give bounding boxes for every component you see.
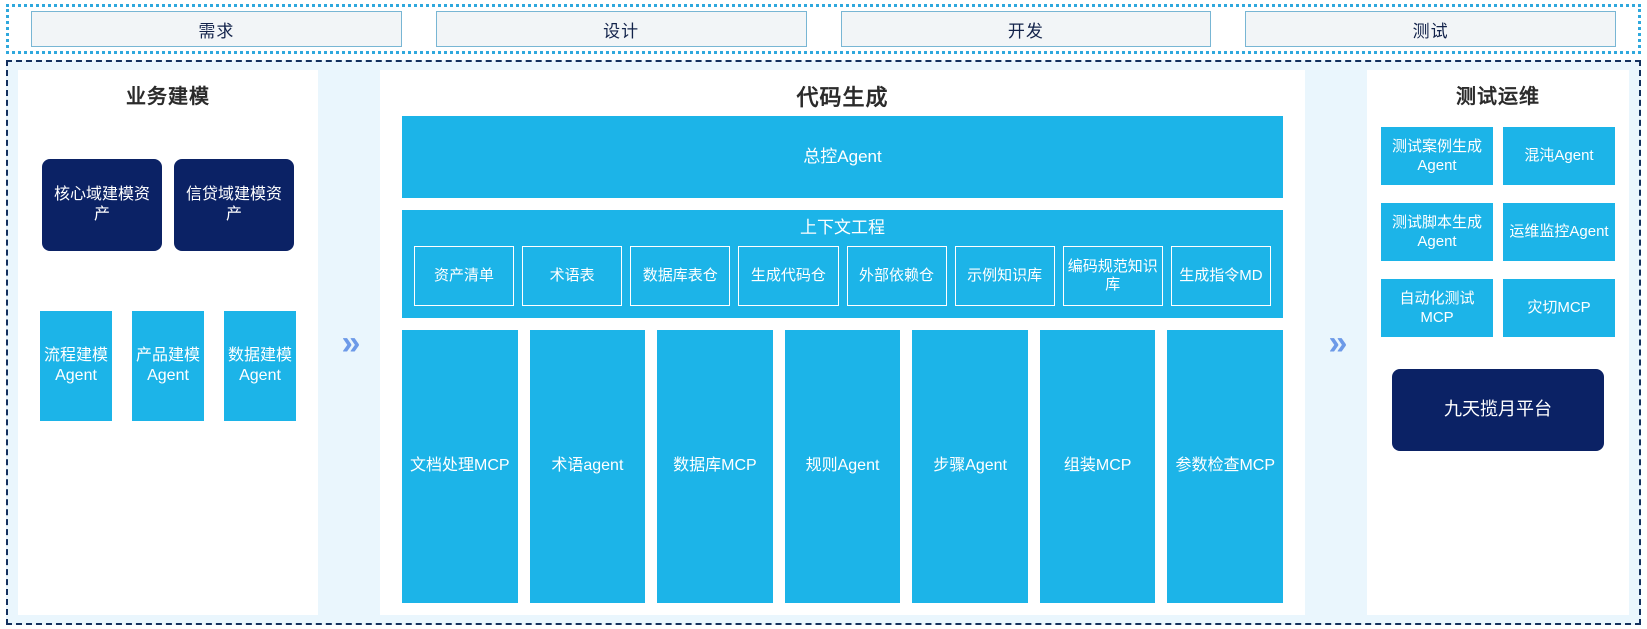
tool-card-parameter-check-mcp[interactable]: 参数检查MCP xyxy=(1167,330,1284,603)
tool-card-rule-agent[interactable]: 规则Agent xyxy=(784,330,901,603)
code-generation-tool-row: 文档处理MCP 术语agent 数据库MCP 规则Agent 步骤Agent xyxy=(402,330,1284,603)
tool-card-label: 组装MCP xyxy=(1063,457,1132,475)
master-agent-label: 总控Agent xyxy=(803,147,882,167)
panel-business-modeling: 业务建模 核心域建模资产 信贷域建模资产 流程建模Agent 产品建模Agen xyxy=(18,70,318,615)
agent-card-label: 数据建模Agent xyxy=(227,346,292,384)
agent-card-product-modeling[interactable]: 产品建模Agent xyxy=(132,311,204,421)
context-item-label: 术语表 xyxy=(549,267,595,285)
business-modeling-agent-group: 流程建模Agent 产品建模Agent 数据建模Agent xyxy=(40,311,296,421)
context-item-label: 资产清单 xyxy=(434,267,495,285)
test-ops-card-label: 混沌Agent xyxy=(1524,147,1594,165)
asset-card-core-domain[interactable]: 核心域建模资产 xyxy=(42,159,162,251)
stage-tab-label: 需求 xyxy=(198,21,235,41)
context-item-generated-code-repo[interactable]: 生成代码仓 xyxy=(738,246,839,307)
context-engineering-title: 上下文工程 xyxy=(800,218,885,237)
double-chevron-right-icon: » xyxy=(318,70,380,615)
stage-tab-label: 开发 xyxy=(1007,21,1044,41)
panel-title-test-ops: 测试运维 xyxy=(1456,86,1540,108)
test-ops-card-disaster-switch-mcp[interactable]: 灾切MCP xyxy=(1503,279,1615,337)
tool-card-label: 术语agent xyxy=(551,457,624,475)
stage-tab-label: 设计 xyxy=(603,21,640,41)
stage-tab-development[interactable]: 开发 xyxy=(840,11,1212,47)
stage-tab-requirements[interactable]: 需求 xyxy=(31,11,402,47)
context-item-example-knowledge-base[interactable]: 示例知识库 xyxy=(954,246,1055,307)
test-ops-card-label: 测试案例生成Agent xyxy=(1391,137,1482,174)
context-item-coding-standard-knowledge-base[interactable]: 编码规范知识库 xyxy=(1062,246,1163,307)
test-ops-card-test-case-generation-agent[interactable]: 测试案例生成Agent xyxy=(1381,127,1493,185)
test-ops-body: 测试案例生成Agent 混沌Agent 测试脚本生成Agent 运维监控Agen… xyxy=(1367,113,1629,607)
asset-card-label: 核心域建模资产 xyxy=(53,185,150,223)
agent-card-process-modeling[interactable]: 流程建模Agent xyxy=(40,311,112,421)
test-ops-card-label: 运维监控Agent xyxy=(1509,223,1609,241)
context-item-external-dependency-repo[interactable]: 外部依赖仓 xyxy=(846,246,947,307)
agent-card-data-modeling[interactable]: 数据建模Agent xyxy=(224,311,296,421)
code-generation-body: 总控Agent 上下文工程 资产清单 术语表 数据库表仓 xyxy=(380,116,1305,607)
context-item-generation-instruction-md[interactable]: 生成指令MD xyxy=(1170,246,1271,307)
stage-tab-testing[interactable]: 测试 xyxy=(1245,11,1616,47)
lifecycle-stage-strip: 需求 设计 开发 测试 xyxy=(6,4,1641,54)
master-agent-bar[interactable]: 总控Agent xyxy=(402,116,1283,198)
double-chevron-right-icon: » xyxy=(1305,70,1367,615)
context-engineering-items: 资产清单 术语表 数据库表仓 生成代码仓 外部依赖仓 xyxy=(414,246,1271,307)
test-ops-card-grid: 测试案例生成Agent 混沌Agent 测试脚本生成Agent 运维监控Agen… xyxy=(1381,127,1615,337)
tool-card-label: 数据库MCP xyxy=(673,457,757,475)
agent-card-label: 流程建模Agent xyxy=(43,346,108,384)
business-modeling-asset-group: 核心域建模资产 信贷域建模资产 xyxy=(40,159,296,251)
context-item-db-table-repo[interactable]: 数据库表仓 xyxy=(630,246,731,307)
tool-card-assembly-mcp[interactable]: 组装MCP xyxy=(1039,330,1156,603)
test-ops-card-label: 测试脚本生成Agent xyxy=(1391,213,1482,250)
test-ops-card-label: 自动化测试MCP xyxy=(1399,289,1475,326)
panel-test-ops: 测试运维 测试案例生成Agent 混沌Agent 测试脚本生成Agent 运维监… xyxy=(1367,70,1629,615)
asset-card-label: 信贷域建模资产 xyxy=(185,185,282,223)
chevron-glyph: » xyxy=(1328,323,1348,362)
platform-card-label: 九天揽月平台 xyxy=(1444,399,1552,420)
architecture-main-area: 业务建模 核心域建模资产 信贷域建模资产 流程建模Agent 产品建模Agen xyxy=(6,60,1641,625)
tool-card-step-agent[interactable]: 步骤Agent xyxy=(912,330,1028,603)
context-item-glossary[interactable]: 术语表 xyxy=(522,246,623,307)
tool-card-document-processing-mcp[interactable]: 文档处理MCP xyxy=(402,330,518,603)
panel-code-generation: 代码生成 总控Agent 上下文工程 资产清单 术语表 xyxy=(380,70,1305,615)
tool-card-database-mcp[interactable]: 数据库MCP xyxy=(657,330,773,603)
context-item-label: 示例知识库 xyxy=(967,267,1043,285)
panel-title-code-generation: 代码生成 xyxy=(796,85,889,110)
stage-tab-design[interactable]: 设计 xyxy=(435,11,807,47)
agent-card-label: 产品建模Agent xyxy=(135,346,200,384)
panel-title-business-modeling: 业务建模 xyxy=(126,86,210,108)
asset-card-credit-domain[interactable]: 信贷域建模资产 xyxy=(174,159,294,251)
context-item-label: 编码规范知识库 xyxy=(1067,258,1158,294)
tool-card-label: 步骤Agent xyxy=(933,457,1008,475)
business-modeling-body: 核心域建模资产 信贷域建模资产 流程建模Agent 产品建模Agent 数据建模… xyxy=(18,113,318,607)
test-ops-card-label: 灾切MCP xyxy=(1527,299,1591,317)
tool-card-label: 参数检查MCP xyxy=(1175,457,1276,475)
chevron-glyph: » xyxy=(341,323,361,362)
test-ops-card-test-script-generation-agent[interactable]: 测试脚本生成Agent xyxy=(1381,203,1493,261)
stage-tab-label: 测试 xyxy=(1412,21,1449,41)
context-item-label: 数据库表仓 xyxy=(642,267,718,285)
context-item-label: 生成代码仓 xyxy=(750,267,826,285)
tool-card-label: 文档处理MCP xyxy=(410,457,510,475)
test-ops-card-chaos-agent[interactable]: 混沌Agent xyxy=(1503,127,1615,185)
test-ops-card-ops-monitoring-agent[interactable]: 运维监控Agent xyxy=(1503,203,1615,261)
tool-card-glossary-agent[interactable]: 术语agent xyxy=(529,330,646,603)
platform-card-jiutian-lanyue[interactable]: 九天揽月平台 xyxy=(1392,369,1604,451)
context-item-label: 生成指令MD xyxy=(1179,267,1263,285)
context-item-label: 外部依赖仓 xyxy=(859,267,935,285)
context-item-asset-list[interactable]: 资产清单 xyxy=(414,246,515,307)
tool-card-label: 规则Agent xyxy=(805,457,880,475)
context-engineering-block: 上下文工程 资产清单 术语表 数据库表仓 生成代码仓 xyxy=(402,210,1283,319)
test-ops-card-automated-test-mcp[interactable]: 自动化测试MCP xyxy=(1381,279,1493,337)
